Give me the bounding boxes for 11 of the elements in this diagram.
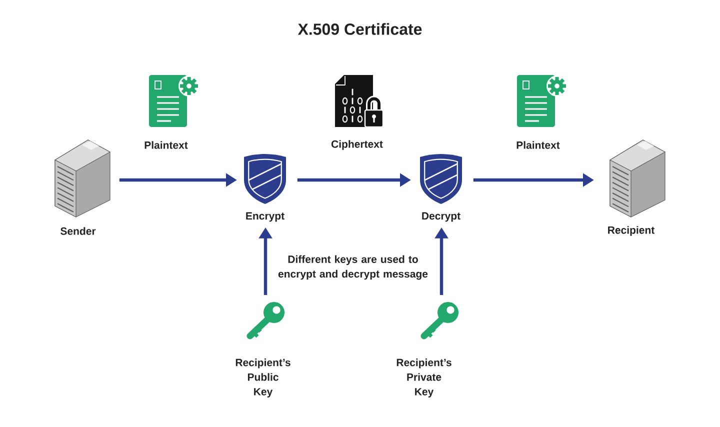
- edge-label: Plaintext: [143, 140, 189, 150]
- node-label: Recipient’s Public Key: [236, 358, 290, 398]
- note: Different keys are used to encrypt and decrypt message: [278, 255, 428, 280]
- edge-label: Plaintext: [515, 140, 561, 150]
- node-label: Recipient’s Private Key: [396, 358, 452, 398]
- node-label: Encrypt: [246, 212, 284, 222]
- edge-label: Ciphertext: [330, 139, 384, 151]
- node-label: Decrypt: [422, 212, 460, 222]
- node-label: Recipient: [608, 226, 654, 236]
- title: X.509 Certificate: [298, 23, 422, 35]
- node-label: Sender: [60, 227, 96, 235]
